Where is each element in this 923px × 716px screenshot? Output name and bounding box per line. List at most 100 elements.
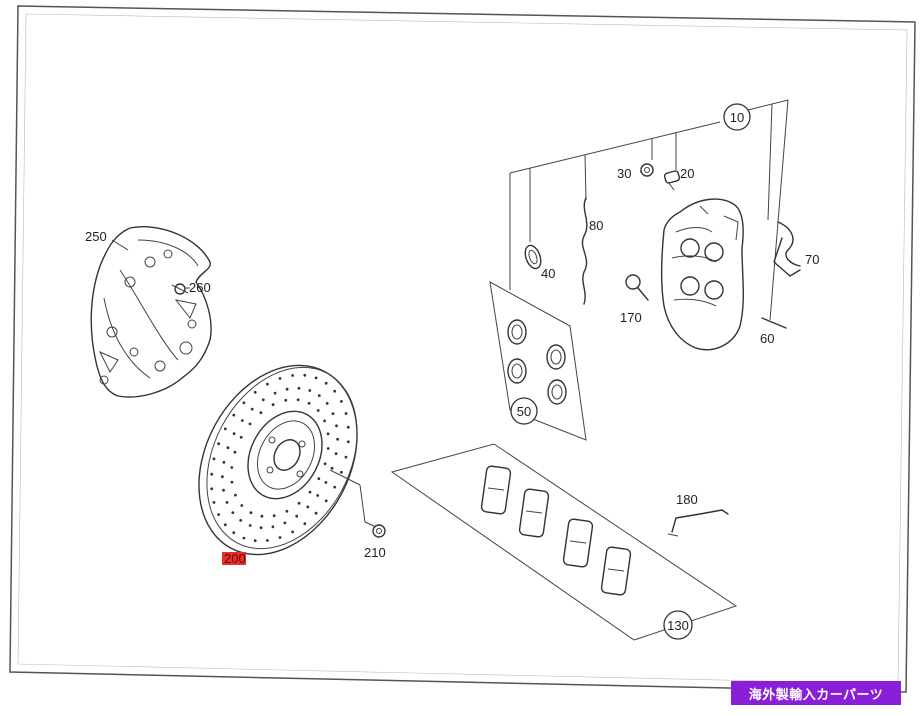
guide-bolt-170 [625, 274, 649, 301]
drill-hole [225, 501, 229, 504]
drill-hole [272, 514, 276, 518]
callout-20-text: 20 [680, 166, 694, 181]
drill-hole [306, 505, 310, 509]
drill-hole [295, 514, 299, 518]
callout-200-highlight [222, 552, 246, 565]
bleed-screw-20 [663, 170, 681, 191]
drill-hole [344, 455, 348, 459]
drill-hole [303, 373, 307, 377]
drill-hole [303, 522, 307, 526]
drill-hole [250, 407, 254, 411]
drill-hole [253, 390, 257, 394]
drill-hole [210, 472, 214, 476]
drill-hole [212, 457, 216, 461]
drill-hole [335, 424, 338, 428]
drill-hole [346, 440, 350, 444]
drill-hole [222, 460, 226, 464]
callout-70-text: 70 [805, 252, 819, 267]
drill-hole [231, 511, 235, 514]
drill-hole [324, 499, 328, 503]
drill-hole [316, 409, 320, 412]
drill-hole [317, 477, 321, 481]
drill-hole [324, 481, 328, 484]
drill-hole [240, 419, 244, 422]
watermark-text: 海外製輸入カーパーツ [748, 687, 884, 703]
drill-hole [291, 374, 294, 377]
drill-hole [331, 412, 335, 415]
pin-60 [761, 317, 787, 329]
brake-caliper [660, 198, 745, 351]
callout-180-text: 180 [676, 492, 698, 507]
drill-hole [336, 437, 339, 441]
paper-sheet [9, 5, 916, 693]
drill-hole [291, 530, 294, 534]
drill-hole [248, 422, 252, 426]
dust-shield [90, 226, 212, 398]
drill-hole [316, 494, 320, 497]
drill-hole [240, 504, 244, 507]
drill-hole [324, 381, 328, 385]
drill-hole [232, 413, 236, 417]
drill-hole [297, 501, 301, 505]
drill-hole [346, 425, 350, 429]
drill-hole [222, 488, 225, 492]
drill-hole [271, 403, 275, 407]
drill-hole [226, 446, 230, 450]
seal-kit-50 [489, 281, 587, 441]
drill-hole [278, 377, 282, 380]
drill-hole [273, 391, 277, 395]
drill-hole [233, 450, 237, 454]
brake-disc [198, 364, 358, 556]
disc-drill-holes [210, 373, 350, 543]
drill-hole [217, 513, 221, 516]
drill-hole [333, 389, 337, 393]
seal-40 [524, 244, 542, 270]
spring-80 [581, 197, 588, 305]
drill-hole [223, 523, 227, 527]
drill-hole [259, 411, 263, 415]
drill-hole [230, 480, 234, 484]
drill-hole [248, 524, 252, 527]
drill-hole [249, 511, 253, 515]
callout-210-text: 210 [364, 545, 386, 560]
drill-hole [334, 452, 338, 456]
drill-hole [333, 485, 337, 489]
drill-hole [221, 475, 224, 479]
callout-50-text: 50 [517, 404, 531, 419]
drill-hole [340, 400, 343, 403]
callout-130-text: 130 [667, 618, 689, 633]
drill-hole [285, 387, 289, 391]
drill-hole [296, 398, 300, 402]
drill-hole [323, 419, 326, 423]
callout-40-text: 40 [541, 266, 555, 281]
watermark-badge: 海外製輸入カーパーツ [731, 681, 901, 705]
drill-hole [308, 389, 312, 392]
drill-hole [330, 466, 334, 470]
wear-sensor-180 [667, 509, 729, 537]
drill-hole [266, 382, 269, 386]
drill-hole [271, 525, 275, 529]
drill-hole [253, 539, 257, 543]
leader-lines [111, 171, 641, 528]
drill-hole [308, 490, 312, 494]
drill-hole [326, 432, 330, 436]
drill-hole [242, 401, 246, 405]
callout-250-text: 250 [85, 229, 107, 244]
drill-hole [242, 536, 246, 540]
drill-hole [232, 531, 236, 535]
bolt-260 [171, 283, 189, 295]
drill-hole [239, 519, 243, 522]
callout-130: 130 [663, 610, 693, 640]
drill-hole [340, 470, 343, 474]
callout-260-text: 260 [189, 280, 211, 295]
drill-hole [259, 526, 263, 530]
drill-hole [212, 501, 216, 504]
drill-hole [284, 398, 288, 402]
drill-hole [314, 376, 318, 380]
drill-hole [217, 442, 221, 446]
callout-170-text: 170 [620, 310, 642, 325]
drill-hole [210, 487, 214, 491]
drill-hole [307, 401, 311, 405]
